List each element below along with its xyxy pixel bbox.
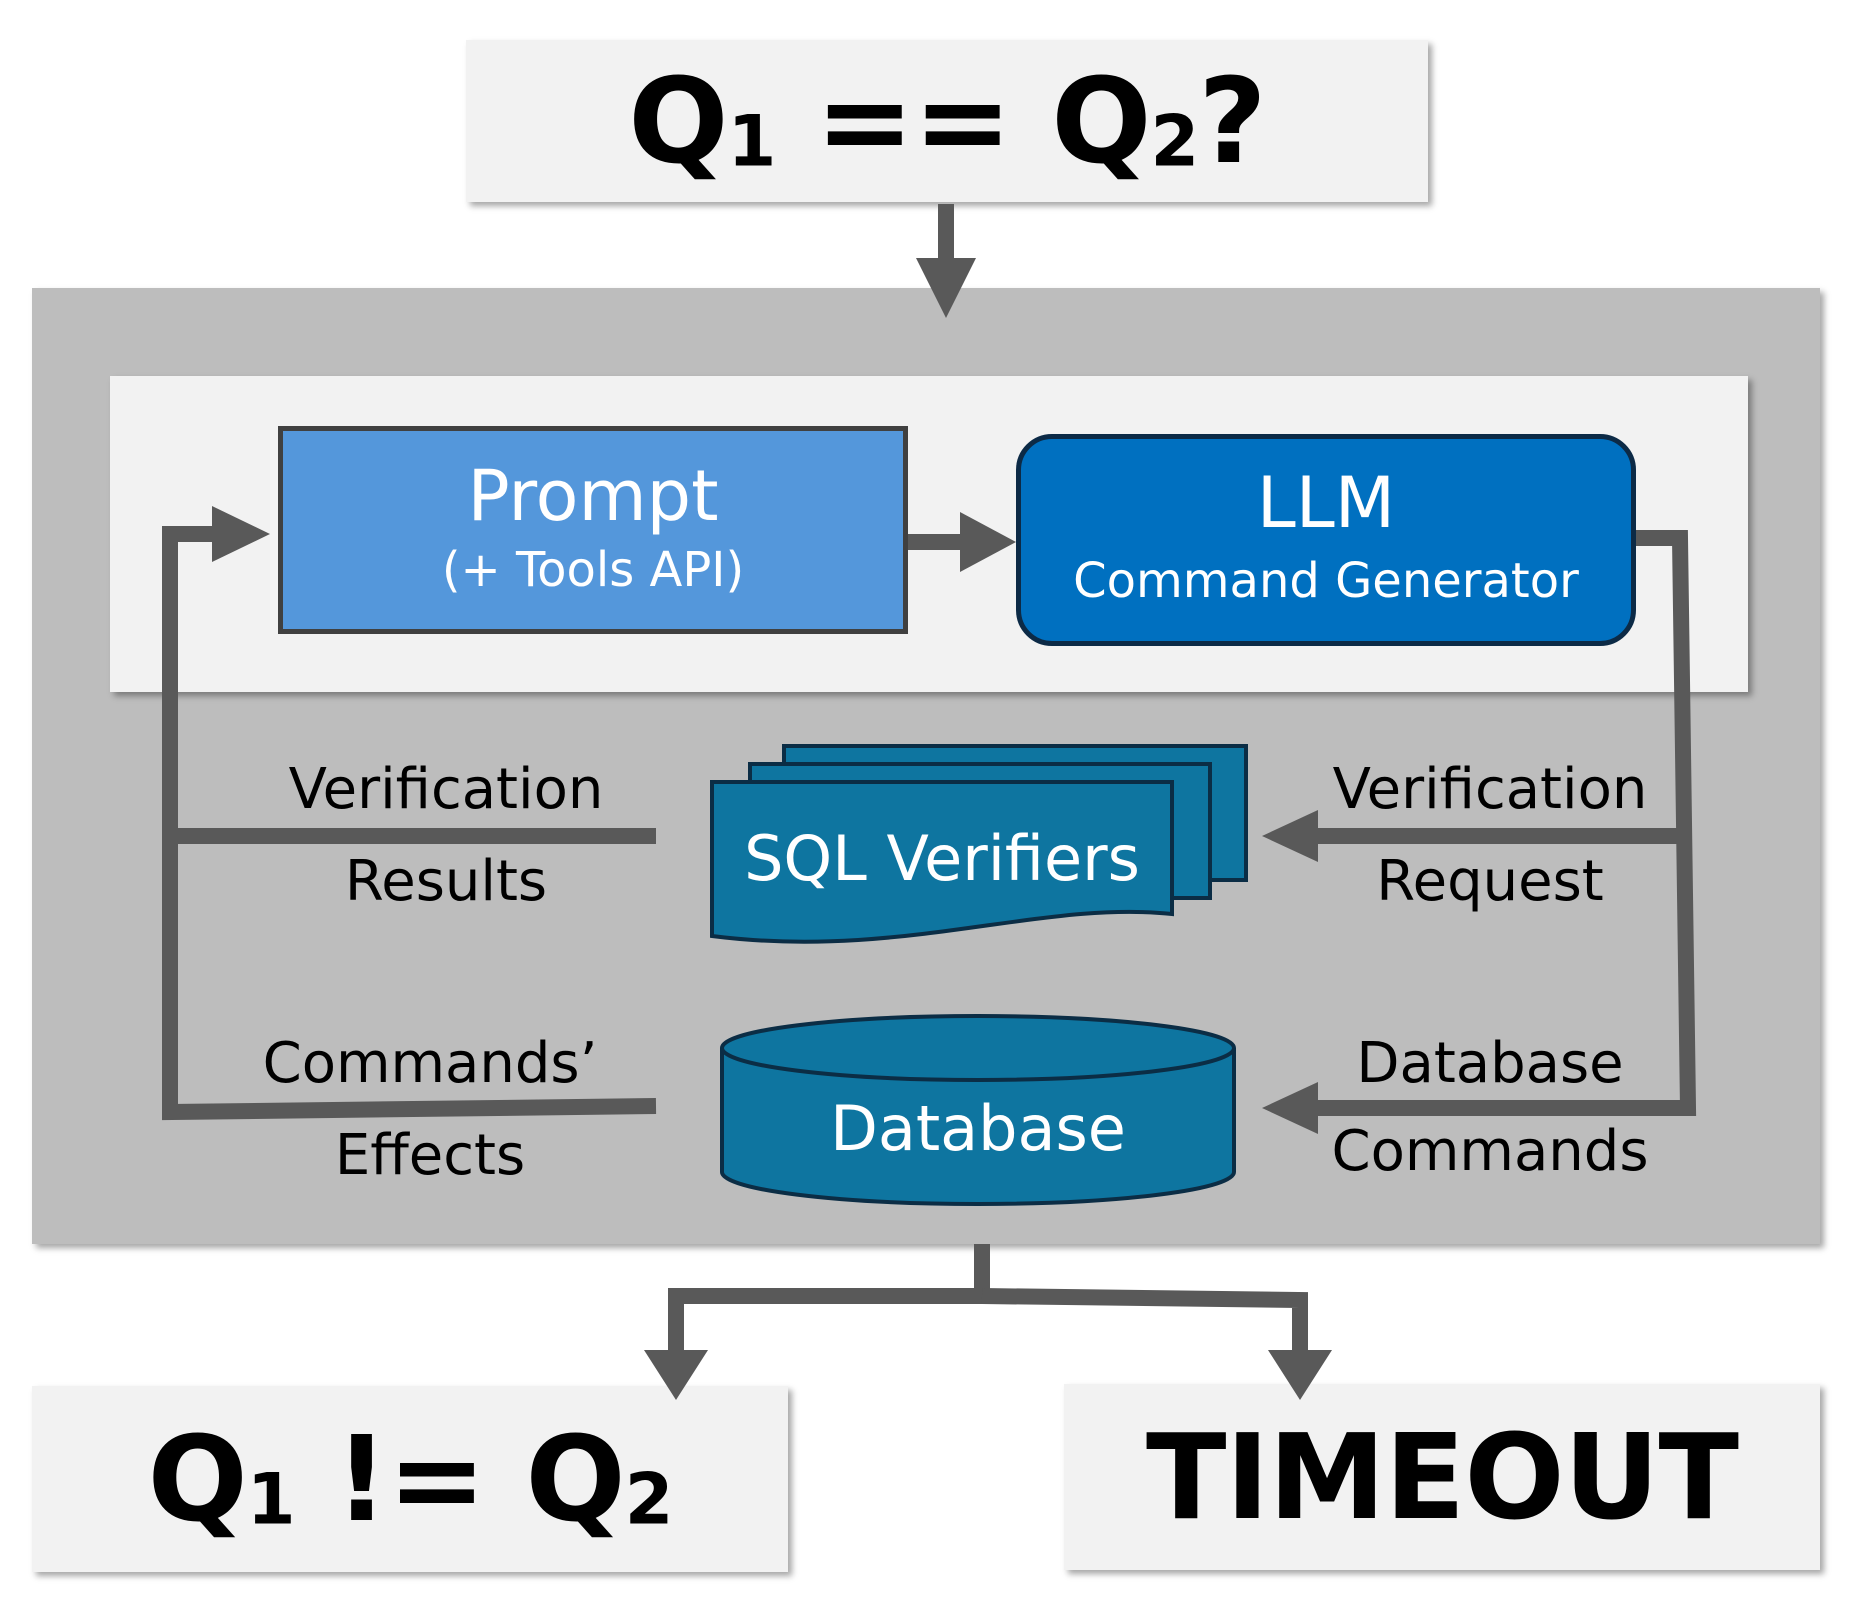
database-label: Database [830,1092,1126,1165]
prompt-subtitle: (+ Tools API) [441,542,745,599]
not-equivalent-result: Q1 != Q2 [147,1410,674,1548]
arrow-left-feedback-loop [162,526,657,1121]
verification-request-label-line2: Request [1376,849,1604,914]
verification-results-label-line1: Verification [288,757,604,822]
arrowhead-into-database [1262,1082,1318,1134]
verification-request-label-line1: Verification [1332,757,1648,822]
arrowhead-into-verifiers [1262,810,1318,862]
verifier-document-front [710,780,1174,944]
database-commands-label-line2: Commands [1331,1119,1649,1184]
arrowhead-into-timeout [1268,1350,1332,1400]
database-commands-label-line1: Database [1356,1031,1624,1096]
arrow-to-timeout [981,1288,1308,1354]
timeout-result: TIMEOUT [1145,1408,1739,1546]
arrowhead-into-not-equal [644,1350,708,1400]
equivalence-question-box: Q1 == Q2? [466,40,1428,202]
llm-box: LLM Command Generator [1016,434,1636,646]
commands-effects-label-line1: Commands’ [262,1031,598,1096]
verification-results-label-line2: Results [344,849,548,914]
not-equivalent-box: Q1 != Q2 [32,1386,788,1572]
llm-title: LLM [1256,461,1396,544]
database-body [720,1048,1236,1206]
llm-subtitle: Command Generator [1073,552,1579,609]
arrow-panel-to-outcomes [668,1244,990,1354]
commands-effects-label-line2: Effects [334,1123,526,1188]
arrowhead-into-llm [960,512,1016,572]
arrowhead-into-prompt [212,506,270,562]
arrow-llm-to-right-bus [1316,530,1697,1116]
prompt-title: Prompt [467,455,719,538]
sql-verifiers-label: SQL Verifiers [744,822,1140,895]
database-top [720,1014,1236,1082]
sql-verifiers-shape [710,744,1248,944]
timeout-box: TIMEOUT [1064,1384,1820,1570]
prompt-box: Prompt (+ Tools API) [278,426,908,634]
database-shape [720,1014,1236,1206]
equivalence-question: Q1 == Q2? [628,52,1266,190]
arrowhead-into-panel [916,258,976,318]
